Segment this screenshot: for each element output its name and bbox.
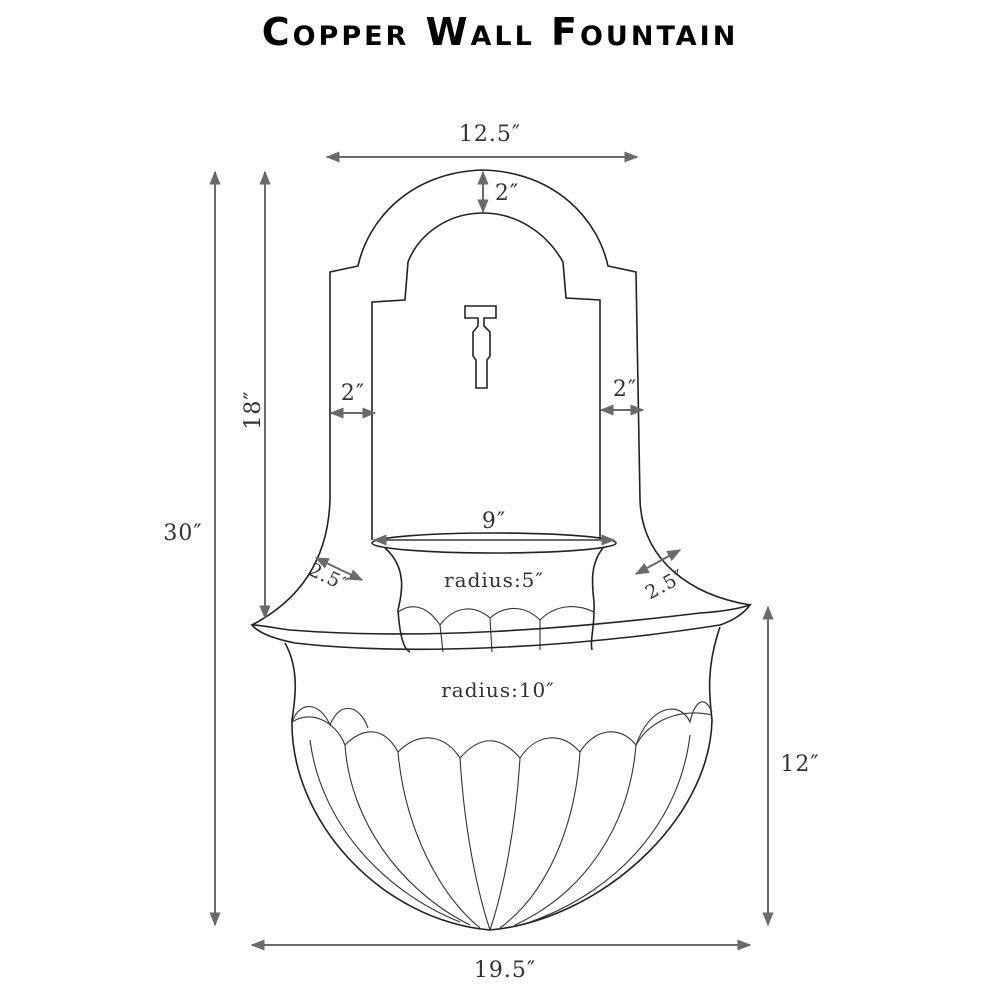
label-right-flare: 2.5″ <box>642 565 689 604</box>
label-right-side: 2″ <box>613 377 637 402</box>
label-lower-radius: radius:10″ <box>441 678 555 702</box>
label-left-side: 2″ <box>341 381 365 406</box>
label-upper-radius: radius:5″ <box>444 568 544 592</box>
label-top-width: 12.5″ <box>459 122 521 147</box>
dim-line-right-flare <box>634 549 682 575</box>
spout-icon <box>464 305 497 389</box>
basin-fluting <box>291 701 713 931</box>
lower-basin-rim <box>250 603 753 651</box>
diagram-title: Copper Wall Fountain <box>261 10 739 54</box>
label-basin-height: 12″ <box>780 752 819 777</box>
label-left-flare: 2.5″ <box>305 559 352 596</box>
label-total-height: 30″ <box>163 521 202 546</box>
backplate-outline <box>251 169 751 626</box>
backplate-inner-outline <box>371 212 601 540</box>
dim-line-left-flare <box>314 557 364 581</box>
label-basin-width: 19.5″ <box>474 958 536 983</box>
label-arch-thickness: 2″ <box>495 181 519 206</box>
label-back-height: 18″ <box>241 390 266 429</box>
label-upper-basin: 9″ <box>482 509 506 534</box>
